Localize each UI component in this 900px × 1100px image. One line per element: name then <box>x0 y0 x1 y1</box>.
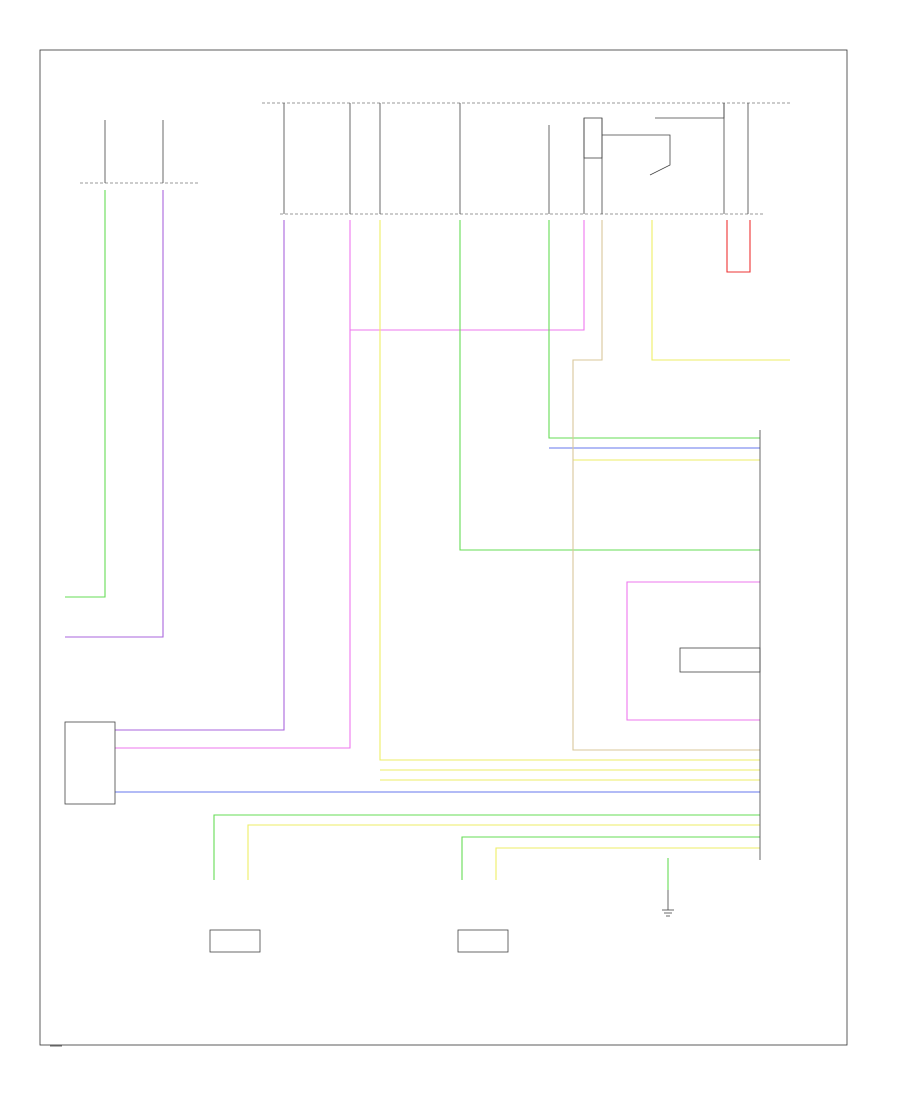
wire-green-left <box>65 190 106 598</box>
wire-tan <box>572 220 760 751</box>
ecm-connector-box <box>679 647 761 673</box>
wire-sensor-a2 <box>247 824 760 880</box>
wire-pink-right <box>626 581 760 721</box>
wire-sensor-b1 <box>461 836 760 880</box>
wire-pink-sensor <box>115 220 351 749</box>
wire-violet-sensor <box>115 220 285 731</box>
ground-symbol <box>662 890 674 917</box>
wire-yellow-trunk <box>379 220 760 761</box>
wire-pink-link <box>350 220 585 331</box>
wire-violet-left <box>65 190 164 638</box>
wire-sensor-b2 <box>495 847 760 880</box>
wire-sensor-a1 <box>213 814 760 880</box>
diagram-border <box>39 49 848 1046</box>
power-bus <box>80 102 790 215</box>
wire-green-right <box>548 220 760 439</box>
components <box>64 430 761 953</box>
wire-green-center <box>459 220 760 551</box>
fuse-verticals <box>104 103 749 214</box>
wire-red-loop <box>726 220 751 273</box>
wires <box>65 190 790 890</box>
wire-yellow-right <box>651 220 790 361</box>
sensor-module-box <box>64 721 116 805</box>
